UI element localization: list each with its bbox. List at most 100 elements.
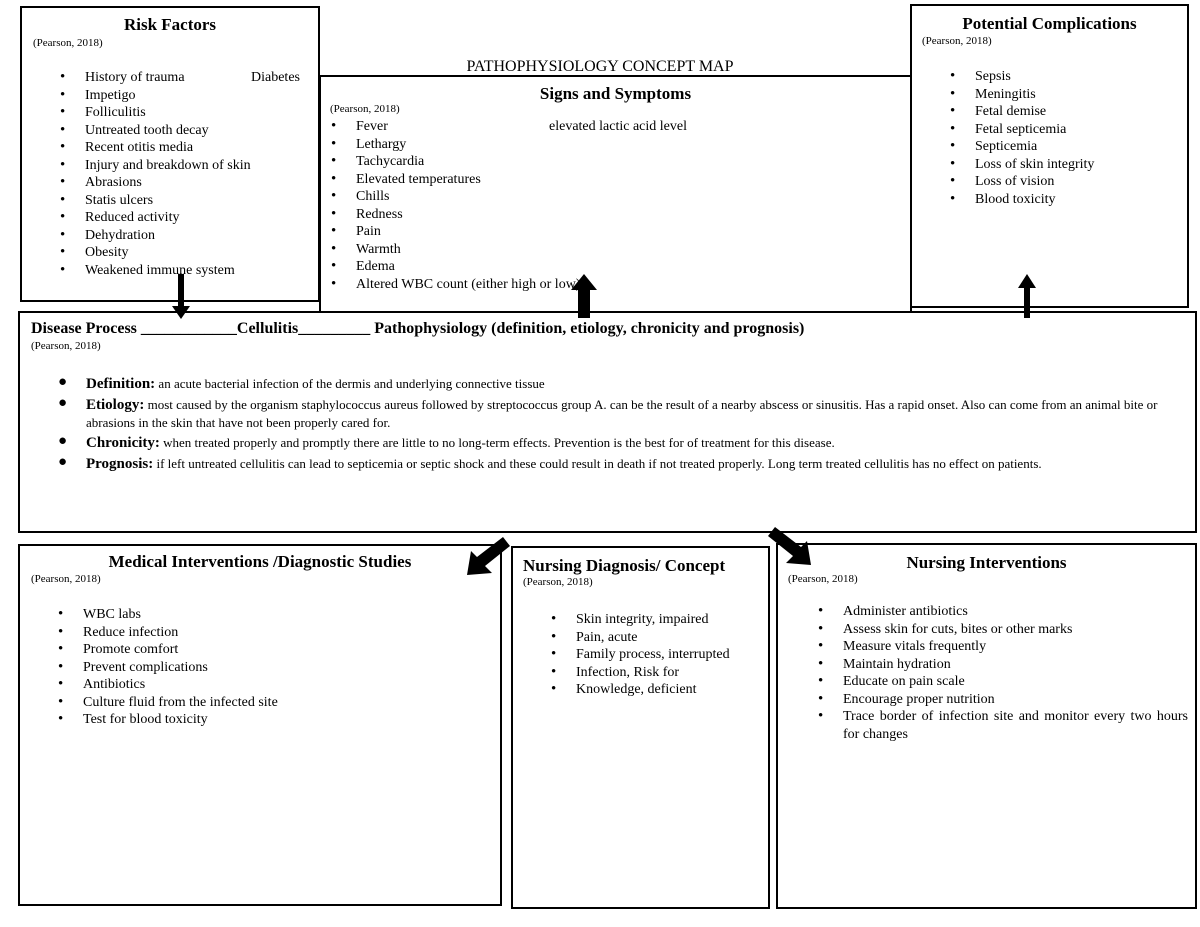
etiology-row: ● Etiology: most caused by the organism … bbox=[58, 395, 1170, 431]
bullet: ● bbox=[58, 374, 68, 390]
list-item: WBC labs bbox=[58, 606, 478, 624]
list-item: Fetal septicemia bbox=[950, 121, 1175, 139]
list-item: Test for blood toxicity bbox=[58, 711, 478, 729]
medical-interventions-list: WBC labs Reduce infection Promote comfor… bbox=[58, 606, 478, 729]
list-item: Maintain hydration bbox=[818, 656, 1188, 674]
list-item: Blood toxicity bbox=[950, 191, 1175, 209]
list-item: Family process, interrupted bbox=[551, 646, 761, 664]
list-item: Injury and breakdown of skin bbox=[60, 157, 300, 175]
arrow-up-complications-icon bbox=[1018, 274, 1036, 318]
risk-factors-title: Risk Factors bbox=[123, 15, 217, 34]
bullet: ● bbox=[58, 454, 68, 470]
list-item: Folliculitis bbox=[60, 104, 300, 122]
list-item: Untreated tooth decay bbox=[60, 122, 300, 140]
list-item: Prevent complications bbox=[58, 659, 478, 677]
disease-process-heading: Disease Process ____________Cellulitis__… bbox=[31, 320, 805, 337]
potential-complications-box: Potential Complications (Pearson, 2018) … bbox=[910, 4, 1189, 308]
nursing-interventions-citation: (Pearson, 2018) bbox=[788, 573, 858, 585]
signs-symptoms-title: Signs and Symptoms bbox=[539, 84, 692, 103]
list-item: Chills bbox=[331, 188, 631, 206]
list-item: Impetigo bbox=[60, 87, 300, 105]
signs-symptoms-citation: (Pearson, 2018) bbox=[330, 103, 400, 115]
disease-process-box: Disease Process ____________Cellulitis__… bbox=[18, 311, 1197, 533]
nursing-diagnosis-citation: (Pearson, 2018) bbox=[523, 576, 593, 588]
list-item: Infection, Risk for bbox=[551, 664, 761, 682]
risk-factors-list: History of trauma Impetigo Folliculitis … bbox=[60, 69, 300, 279]
complications-title: Potential Complications bbox=[962, 14, 1137, 33]
list-item: Reduced activity bbox=[60, 209, 300, 227]
medical-interventions-title: Medical Interventions /Diagnostic Studie… bbox=[108, 552, 412, 571]
list-item: Obesity bbox=[60, 244, 300, 262]
definition-row: ● Definition: an acute bacterial infecti… bbox=[58, 374, 1170, 393]
medical-interventions-citation: (Pearson, 2018) bbox=[31, 573, 101, 585]
arrow-down-right-nursing-icon bbox=[768, 527, 811, 565]
list-item: Pain bbox=[331, 223, 631, 241]
bullet: ● bbox=[58, 433, 68, 449]
list-item: Warmth bbox=[331, 241, 631, 259]
complications-citation: (Pearson, 2018) bbox=[922, 35, 992, 47]
chronicity-label: Chronicity: bbox=[86, 435, 160, 451]
nursing-diagnosis-title: Nursing Diagnosis/ Concept bbox=[523, 556, 726, 575]
risk-factors-citation: (Pearson, 2018) bbox=[33, 37, 103, 49]
risk-factors-box: Risk Factors (Pearson, 2018) History of … bbox=[20, 6, 320, 302]
list-item: Measure vitals frequently bbox=[818, 638, 1188, 656]
list-item: Encourage proper nutrition bbox=[818, 691, 1188, 709]
etiology-label: Etiology: bbox=[86, 397, 145, 413]
signs-symptoms-box: Signs and Symptoms (Pearson, 2018) Fever… bbox=[319, 75, 912, 315]
sign-elevated-lactic-acid: elevated lactic acid level bbox=[549, 119, 687, 134]
list-item: Elevated temperatures bbox=[331, 171, 631, 189]
nursing-interventions-title: Nursing Interventions bbox=[906, 553, 1067, 572]
list-item: Educate on pain scale bbox=[818, 673, 1188, 691]
list-item: Dehydration bbox=[60, 227, 300, 245]
list-item: History of trauma bbox=[60, 69, 300, 87]
list-item: Sepsis bbox=[950, 68, 1175, 86]
arrow-down-risk-icon bbox=[172, 274, 190, 319]
prognosis-text: if left untreated cellulitis can lead to… bbox=[156, 456, 1042, 471]
prognosis-label: Prognosis: bbox=[86, 456, 154, 472]
chronicity-row: ● Chronicity: when treated properly and … bbox=[58, 433, 1170, 452]
prognosis-row: ● Prognosis: if left untreated celluliti… bbox=[58, 454, 1170, 473]
complications-list: Sepsis Meningitis Fetal demise Fetal sep… bbox=[950, 68, 1175, 208]
definition-text: an acute bacterial infection of the derm… bbox=[158, 376, 545, 391]
list-item: Promote comfort bbox=[58, 641, 478, 659]
definition-label: Definition: bbox=[86, 376, 156, 392]
list-item: Recent otitis media bbox=[60, 139, 300, 157]
list-item: Redness bbox=[331, 206, 631, 224]
list-item: Weakened immune system bbox=[60, 262, 300, 280]
list-item: Pain, acute bbox=[551, 629, 761, 647]
list-item: Administer antibiotics bbox=[818, 603, 1188, 621]
signs-symptoms-list: Fever Lethargy Tachycardia Elevated temp… bbox=[331, 118, 631, 293]
list-item: Meningitis bbox=[950, 86, 1175, 104]
chronicity-text: when treated properly and promptly there… bbox=[163, 435, 835, 450]
list-item: Septicemia bbox=[950, 138, 1175, 156]
list-item: Loss of skin integrity bbox=[950, 156, 1175, 174]
list-item: Culture fluid from the infected site bbox=[58, 694, 478, 712]
bullet: ● bbox=[58, 395, 68, 411]
nursing-diagnosis-box: Nursing Diagnosis/ Concept (Pearson, 201… bbox=[511, 546, 770, 909]
list-item: Abrasions bbox=[60, 174, 300, 192]
list-item: Lethargy bbox=[331, 136, 631, 154]
disease-process-citation: (Pearson, 2018) bbox=[31, 340, 101, 352]
list-item: Reduce infection bbox=[58, 624, 478, 642]
nursing-interventions-list: Administer antibiotics Assess skin for c… bbox=[818, 603, 1188, 743]
nursing-diagnosis-list: Skin integrity, impaired Pain, acute Fam… bbox=[551, 611, 761, 699]
list-item: Statis ulcers bbox=[60, 192, 300, 210]
list-item: Fever bbox=[331, 118, 631, 136]
nursing-interventions-box: Nursing Interventions (Pearson, 2018) Ad… bbox=[776, 543, 1197, 909]
list-item: Knowledge, deficient bbox=[551, 681, 761, 699]
list-item: Fetal demise bbox=[950, 103, 1175, 121]
list-item: Antibiotics bbox=[58, 676, 478, 694]
list-item: Tachycardia bbox=[331, 153, 631, 171]
list-item: Trace border of infection site and monit… bbox=[818, 708, 1188, 743]
list-item: Edema bbox=[331, 258, 631, 276]
list-item: Skin integrity, impaired bbox=[551, 611, 761, 629]
etiology-text: most caused by the organism staphylococc… bbox=[86, 397, 1158, 430]
medical-interventions-box: Medical Interventions /Diagnostic Studie… bbox=[18, 544, 502, 906]
list-item: Loss of vision bbox=[950, 173, 1175, 191]
list-item: Altered WBC count (either high or low) bbox=[331, 276, 631, 294]
risk-factor-diabetes: Diabetes bbox=[251, 70, 300, 85]
arrow-up-signs-icon bbox=[571, 274, 597, 318]
list-item: Assess skin for cuts, bites or other mar… bbox=[818, 621, 1188, 639]
page-title: PATHOPHYSIOLOGY CONCEPT MAP bbox=[466, 58, 734, 75]
arrow-down-left-medical-icon bbox=[467, 537, 510, 575]
